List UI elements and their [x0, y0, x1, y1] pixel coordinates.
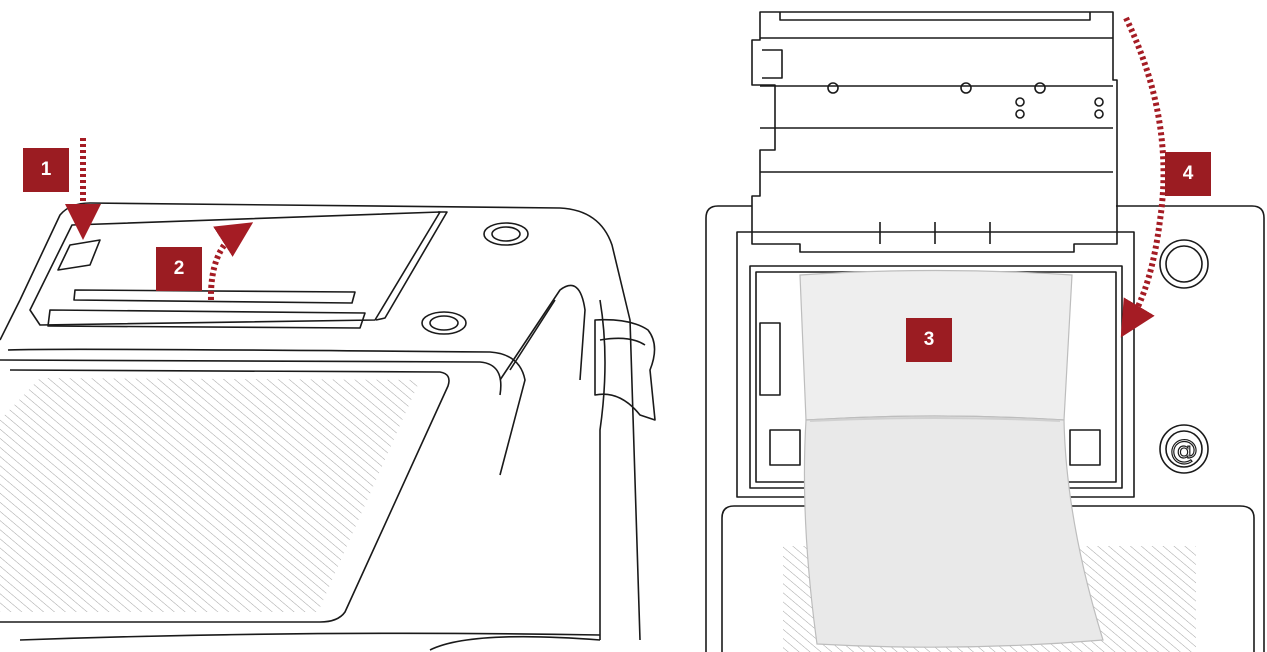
step-3-badge: 3 [906, 318, 952, 362]
step-4-badge: 4 [1165, 152, 1211, 196]
step-2-number: 2 [174, 258, 185, 280]
left-display-hatch [0, 378, 420, 612]
feed-icon-glyph: @ [1170, 433, 1198, 466]
step-1-number: 1 [41, 159, 52, 181]
step-2-badge: 2 [156, 247, 202, 291]
step-2-arrow [211, 232, 238, 300]
step-4-number: 4 [1183, 163, 1194, 185]
step-4-arrow [1126, 18, 1164, 322]
step-1-badge: 1 [23, 148, 69, 192]
step-3-number: 3 [924, 329, 935, 351]
